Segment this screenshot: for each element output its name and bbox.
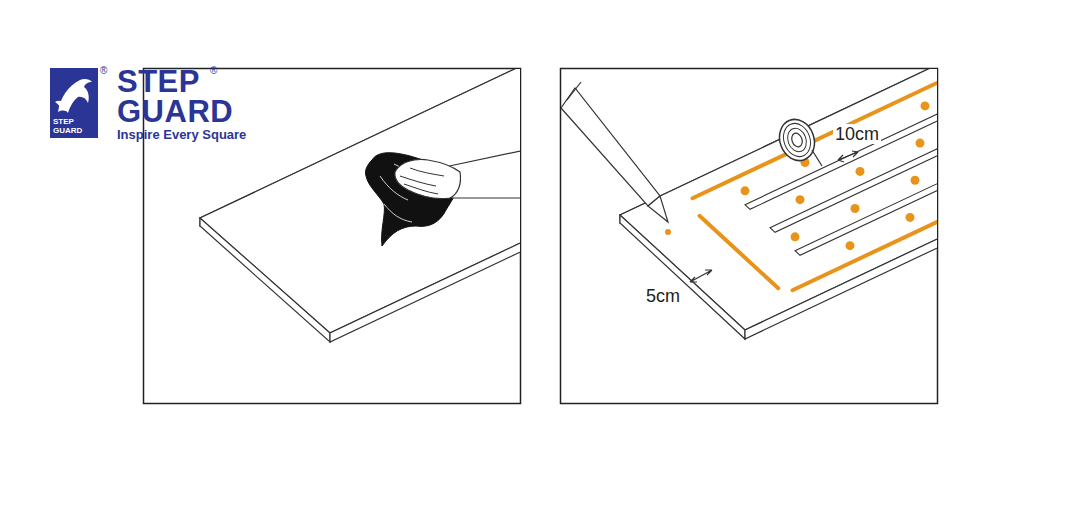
brand-word: STEP (117, 66, 200, 97)
logo-fin (55, 101, 66, 109)
dimension-label: 10cm (833, 124, 881, 144)
dimension-label: 5cm (644, 286, 682, 306)
logo-icon (50, 68, 98, 138)
dimension-arrow (838, 151, 858, 162)
brand-slogan: Inspire Every Square (117, 128, 246, 141)
logo-dolphin (58, 79, 92, 113)
dimension-arrow (690, 270, 712, 282)
glue-scene (561, 69, 937, 339)
brand-word: GUARD (117, 96, 233, 127)
cleaning-scene (200, 69, 520, 342)
logo-icon-text: STEP GUARD (53, 118, 95, 136)
registered-mark: ® (100, 66, 107, 76)
registered-mark: ® (210, 66, 217, 76)
